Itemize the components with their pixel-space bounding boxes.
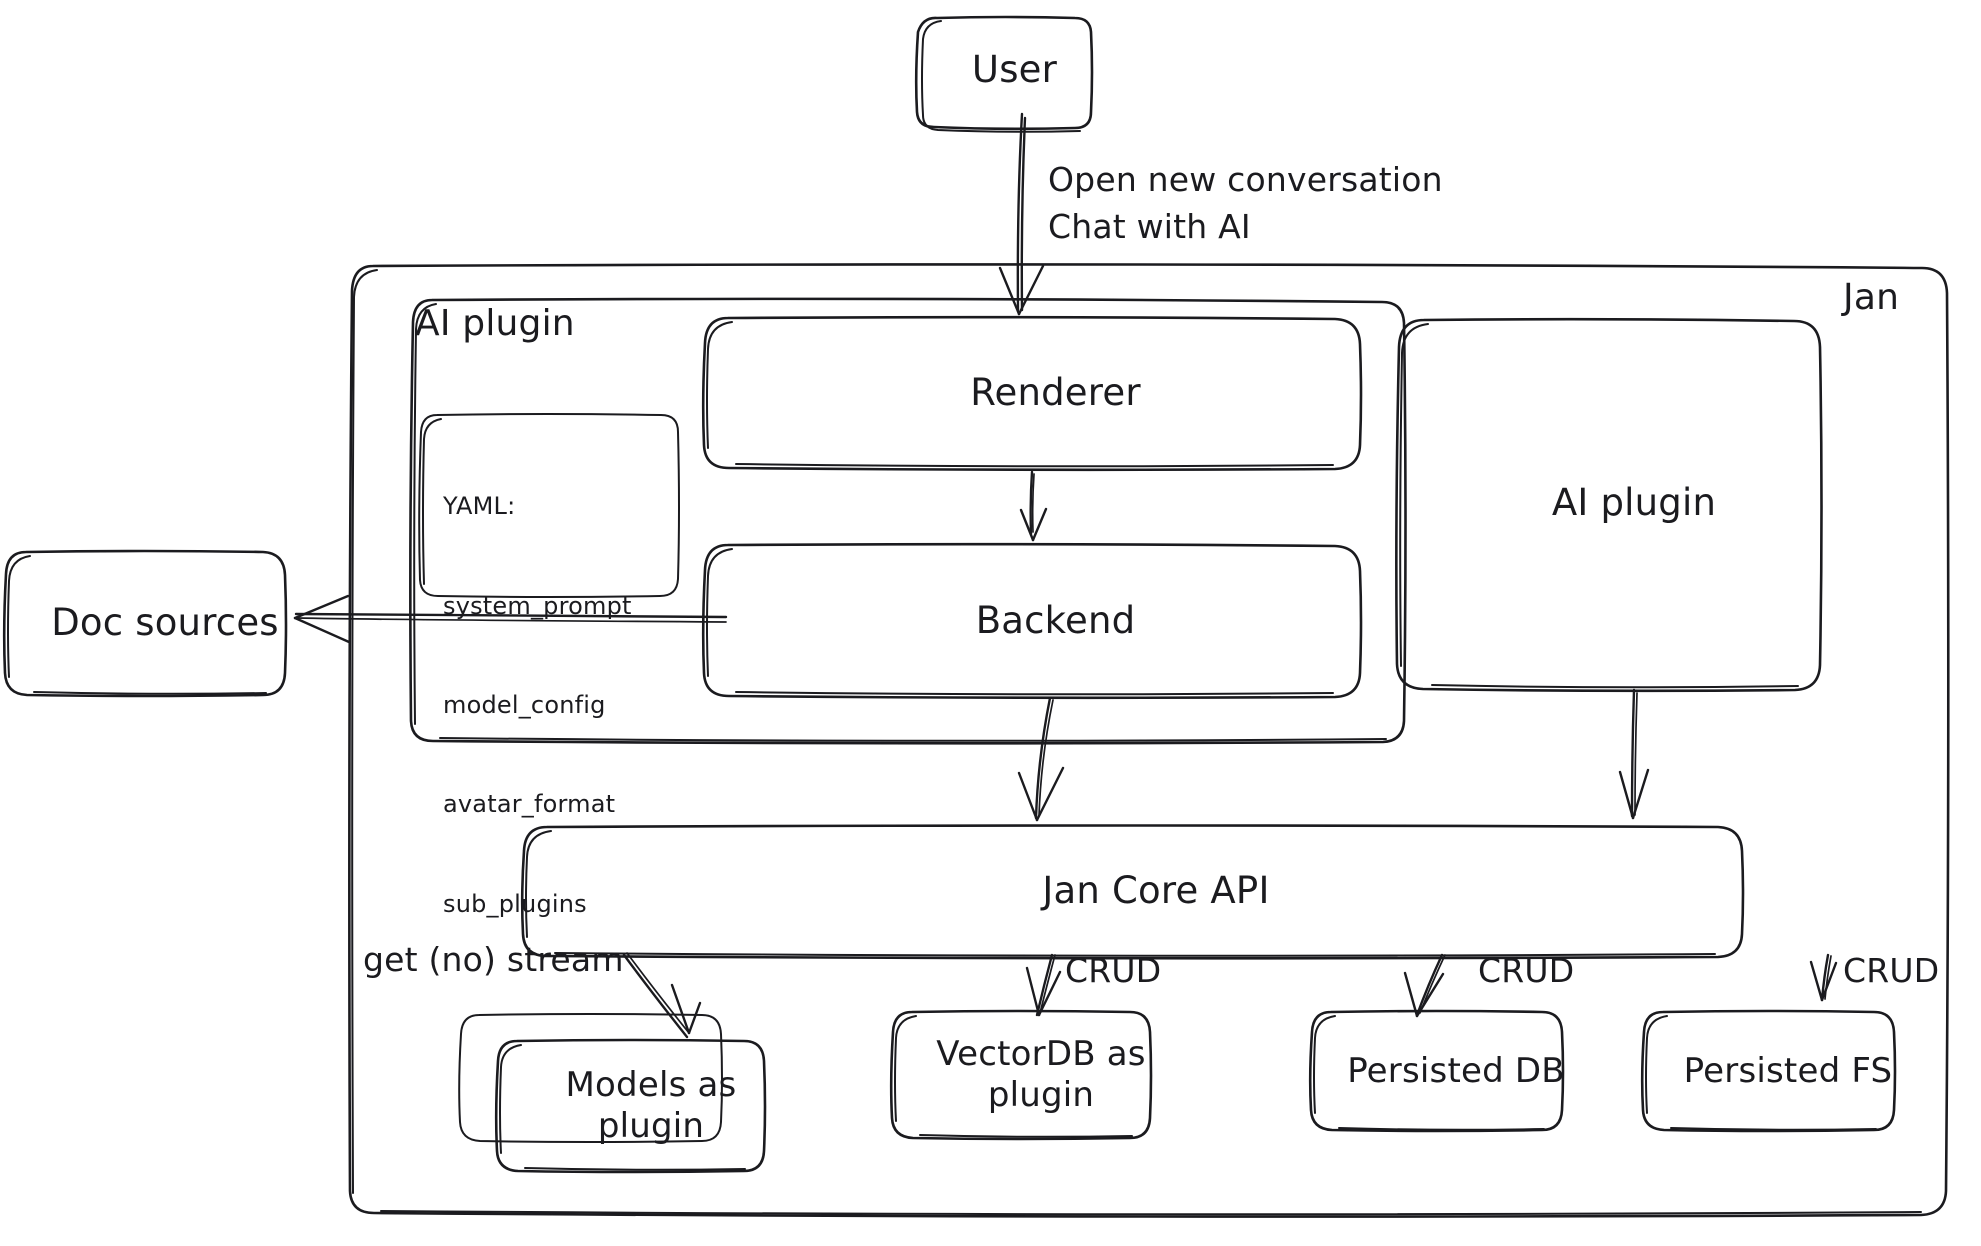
renderer-node-shape — [701, 315, 1363, 472]
edge-ai-plugin-to-core-api — [1618, 688, 1650, 820]
backend-node-shape — [701, 542, 1363, 700]
edge-core-api-to-persisted-fs — [1809, 953, 1838, 1002]
edge-backend-to-core-api — [1017, 696, 1065, 822]
yaml-box-shape — [418, 413, 680, 598]
jan-core-api-node-shape — [520, 824, 1745, 960]
edge-renderer-to-backend — [1019, 470, 1048, 542]
edge-core-api-to-vectordb — [1025, 953, 1062, 1017]
ai-plugin-right-node-shape — [1395, 317, 1823, 693]
edge-backend-to-doc-sources — [293, 594, 728, 644]
models-plugin-back-shape — [458, 1013, 723, 1143]
edge-user-to-renderer — [998, 112, 1045, 316]
edge-core-api-to-persisted-db — [1403, 953, 1446, 1018]
persisted-db-node-shape — [1308, 1009, 1565, 1133]
edge-core-api-to-models — [622, 952, 702, 1039]
models-plugin-node-shape — [494, 1038, 767, 1174]
jan-group-shape — [348, 263, 1950, 1218]
persisted-fs-node-shape — [1640, 1009, 1897, 1133]
doc-sources-node-shape — [2, 549, 288, 698]
vectordb-plugin-node-shape — [889, 1009, 1153, 1141]
ai-plugin-group-shape — [409, 297, 1407, 745]
user-node-shape — [914, 15, 1094, 133]
